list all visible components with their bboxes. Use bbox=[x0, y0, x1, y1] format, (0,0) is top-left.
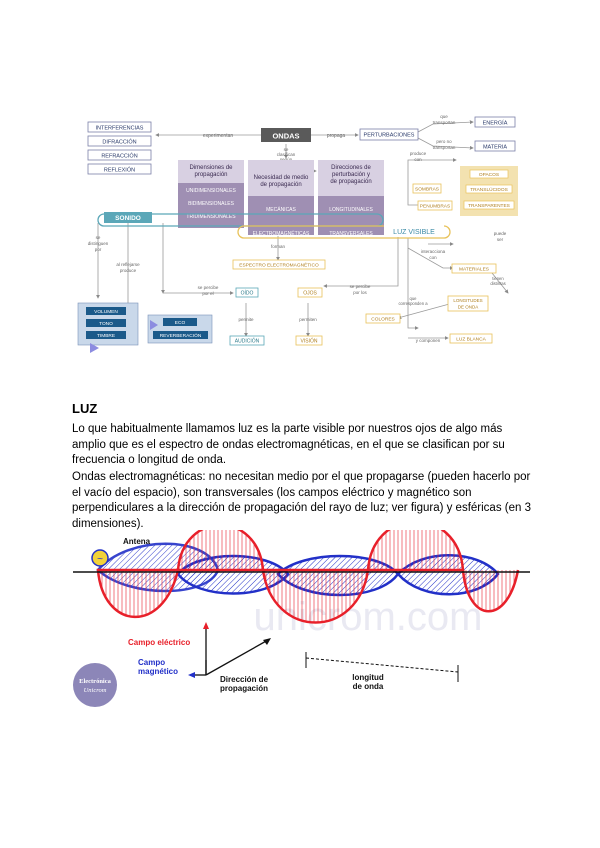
direcciones-title-2: perturbación y bbox=[332, 172, 370, 178]
label-que-2: que bbox=[410, 296, 418, 301]
label-al-reflejarse: al reflejarse bbox=[116, 262, 140, 267]
label-experimentan: experimentan bbox=[203, 133, 234, 139]
label-con: con bbox=[414, 157, 422, 162]
node-colores: COLORES bbox=[371, 317, 394, 323]
label-se-2: se bbox=[96, 235, 101, 240]
label-campo-magnetico-1: Campo bbox=[138, 658, 165, 667]
label-segun: según bbox=[280, 157, 293, 162]
node-longitudes-1: LONGITUDES bbox=[453, 298, 482, 303]
label-longitud-2: de onda bbox=[353, 682, 384, 691]
node-translucidos: TRANSLÚCIDOS bbox=[470, 186, 508, 193]
phenomenon-difraccion: DIFRACCIÓN bbox=[102, 139, 136, 146]
necesidad-mecanicas: MECÁNICAS bbox=[266, 206, 296, 213]
label-por-los: por los bbox=[353, 290, 367, 295]
play-icon bbox=[90, 343, 99, 353]
label-y-componen: y componen bbox=[416, 338, 441, 343]
antenna-glyph: ~ bbox=[97, 554, 103, 565]
label-corresponden: corresponden a bbox=[398, 301, 428, 306]
node-materiales: MATERIALES bbox=[459, 267, 489, 273]
direcciones-longitudinales: LONGITUDINALES bbox=[329, 207, 373, 213]
label-produce: produce bbox=[120, 268, 137, 273]
node-audicion: AUDICIÓN bbox=[235, 338, 260, 345]
label-clasifican: clasifican bbox=[277, 152, 296, 157]
direcciones-title-3: de propagación bbox=[330, 179, 371, 185]
label-transportan-2: transportan bbox=[433, 145, 456, 150]
label-longitud-1: longitud bbox=[352, 673, 384, 682]
paragraph-ondas-em: Ondas electromagnéticas: no necesitan me… bbox=[72, 471, 531, 530]
node-luz-visible: LUZ VISIBLE bbox=[393, 229, 435, 236]
logo-text-1: Electrónica bbox=[79, 678, 112, 685]
node-materia: MATERIA bbox=[483, 145, 507, 151]
label-se-percibe: se percibe bbox=[198, 285, 219, 290]
phenomenon-reflexion: REFLEXIÓN bbox=[104, 167, 135, 174]
direcciones-transversales: TRANSVERSALES bbox=[329, 231, 373, 237]
section-heading: LUZ bbox=[72, 401, 98, 416]
necesidad-title-1: Necesidad de medio bbox=[254, 175, 309, 181]
label-interacciona: interacciona bbox=[421, 249, 446, 254]
play-icon-2 bbox=[150, 320, 158, 330]
node-penumbras: PENUMBRAS bbox=[420, 204, 450, 210]
dimensiones-title-2: propagación bbox=[194, 172, 227, 178]
label-distintas: distintas bbox=[490, 281, 505, 286]
concept-map: INTERFERENCIAS DIFRACCIÓN REFRACCIÓN REF… bbox=[77, 114, 518, 353]
label-ser: ser bbox=[497, 237, 504, 242]
label-con-2: con bbox=[429, 255, 437, 260]
label-se-percibe-2: se percibe bbox=[350, 284, 371, 289]
node-timbre: TIMBRE bbox=[97, 333, 115, 339]
label-puede: puede bbox=[494, 231, 507, 236]
paragraph-intro: Lo que habitualmente llamamos luz es la … bbox=[72, 423, 505, 467]
axes bbox=[193, 625, 269, 676]
label-que: que bbox=[440, 114, 448, 119]
dim-tridimensionales: TRIDIMENSIONALES bbox=[186, 214, 236, 220]
phenomenon-interferencias: INTERFERENCIAS bbox=[96, 126, 144, 132]
node-volumen: VOLUMEN bbox=[94, 309, 118, 315]
logo-text-2: Unicrom bbox=[84, 687, 107, 694]
label-permite: permite bbox=[238, 317, 254, 322]
phenomenon-refraccion: REFRACCIÓN bbox=[101, 153, 137, 160]
necesidad-electromagneticas: ELECTROMAGNÉTICAS bbox=[253, 230, 310, 237]
label-por-el: por el bbox=[202, 291, 213, 296]
node-sonido: SONIDO bbox=[115, 215, 141, 222]
label-distinguen: distinguen bbox=[88, 241, 109, 246]
node-energia: ENERGÍA bbox=[483, 120, 508, 127]
unicrom-logo bbox=[73, 663, 117, 707]
node-reverberacion: REVERBERACIÓN bbox=[160, 332, 202, 339]
node-sombras: SOMBRAS bbox=[415, 187, 439, 193]
dimensiones-title-1: Dimensiones de bbox=[189, 165, 233, 171]
em-wave-figure: unicrom.com ~ Antena Campo eléctrico Cam… bbox=[73, 530, 530, 707]
label-direccion-1: Dirección de bbox=[220, 675, 269, 684]
node-oido: OÍDO bbox=[241, 290, 254, 297]
direcciones-title-1: Direcciones de bbox=[331, 165, 371, 171]
label-produce-2: produce bbox=[410, 151, 427, 156]
node-eco: ECO bbox=[175, 320, 186, 326]
label-tienen: tienen bbox=[492, 276, 504, 281]
necesidad-title-2: de propagación bbox=[260, 182, 301, 188]
label-por: por bbox=[95, 247, 102, 252]
label-permiten: permiten bbox=[299, 317, 317, 322]
dim-unidimensionales: UNIDIMENSIONALES bbox=[186, 188, 236, 194]
node-opacos: OPACOS bbox=[479, 172, 499, 178]
label-antena: Antena bbox=[123, 537, 151, 546]
antenna-icon bbox=[91, 549, 109, 567]
label-forman: forman bbox=[271, 244, 286, 249]
node-vision: VISIÓN bbox=[301, 338, 318, 345]
node-ondas: ONDAS bbox=[272, 132, 299, 141]
label-campo-electrico: Campo eléctrico bbox=[128, 638, 190, 647]
node-luz-blanca: LUZ BLANCA bbox=[456, 337, 486, 343]
label-pero-no: pero no bbox=[436, 139, 452, 144]
node-transparentes: TRANSPARENTES bbox=[468, 203, 510, 209]
node-perturbaciones: PERTURBACIONES bbox=[364, 133, 415, 139]
label-direccion-2: propagación bbox=[220, 684, 268, 693]
label-propaga: propaga bbox=[327, 133, 346, 139]
wavelength-bracket bbox=[305, 652, 459, 682]
node-ojos: OJOS bbox=[303, 291, 317, 297]
label-campo-magnetico-2: magnético bbox=[138, 667, 178, 676]
electric-field-wave bbox=[96, 530, 520, 624]
dim-bidimensionales: BIDIMENSIONALES bbox=[188, 201, 235, 207]
node-longitudes-2: DE ONDA bbox=[458, 305, 479, 310]
node-tono: TONO bbox=[99, 321, 113, 327]
label-se: se bbox=[284, 147, 289, 152]
label-transportan: transportan bbox=[433, 120, 456, 125]
node-espectro: ESPECTRO ELECTROMAGNÉTICO bbox=[239, 262, 319, 269]
